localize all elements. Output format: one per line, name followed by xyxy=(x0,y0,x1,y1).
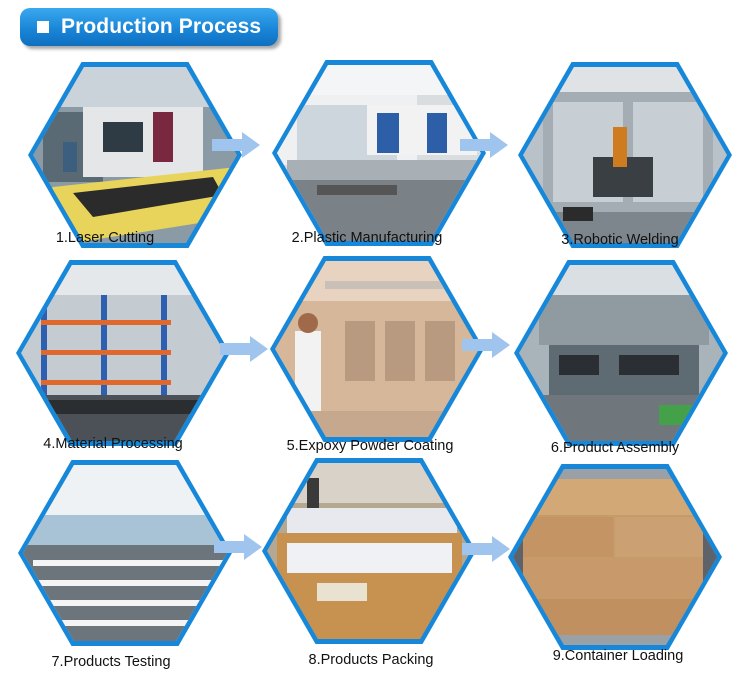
section-header: Production Process xyxy=(20,8,278,46)
page-title: Production Process xyxy=(61,15,262,38)
bullet-square-icon xyxy=(37,21,49,33)
arrow-right-icon xyxy=(462,536,510,562)
step-6-caption: 6.Product Assembly xyxy=(550,440,680,456)
step-3-caption: 3.Robotic Welding xyxy=(561,232,679,248)
arrow-right-icon xyxy=(462,332,510,358)
arrow-right-icon xyxy=(212,132,260,158)
step-7-image xyxy=(18,460,232,646)
step-8-image xyxy=(262,458,476,644)
step-8-caption: 8.Products Packing xyxy=(308,652,434,668)
step-5-image xyxy=(270,256,484,442)
arrow-right-icon xyxy=(214,534,262,560)
step-2-caption: 2.Plastic Manufacturing xyxy=(291,230,443,246)
step-9-image xyxy=(508,464,722,650)
step-6-image xyxy=(514,260,728,446)
step-1-image xyxy=(28,62,242,248)
step-2-image xyxy=(272,60,486,246)
step-5-caption: 5.Expoxy Powder Coating xyxy=(286,438,454,454)
step-9-caption: 9.Container Loading xyxy=(552,648,684,664)
step-4-image xyxy=(16,260,230,446)
arrow-right-icon xyxy=(460,132,508,158)
step-3-image xyxy=(518,62,732,248)
step-4-caption: 4.Material Processing xyxy=(43,436,183,452)
arrow-right-icon xyxy=(220,336,268,362)
step-7-caption: 7.Products Testing xyxy=(51,654,171,670)
step-1-caption: 1.Laser Cutting xyxy=(55,230,155,246)
